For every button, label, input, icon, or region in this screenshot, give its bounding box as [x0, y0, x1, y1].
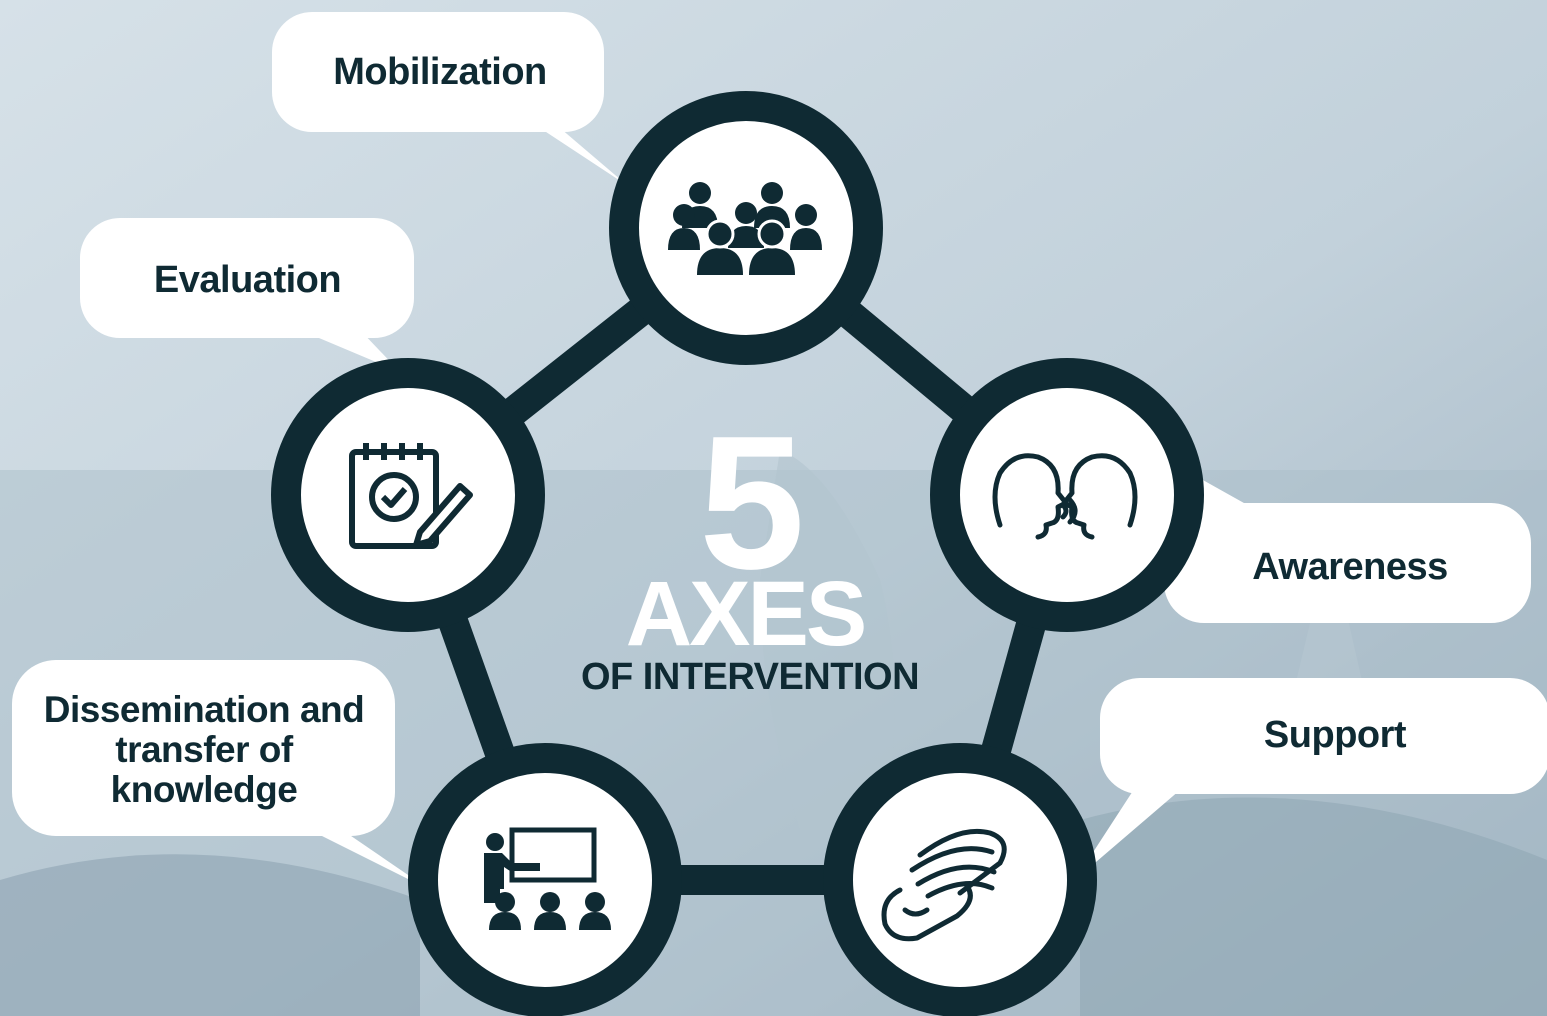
node-support	[823, 743, 1097, 1016]
bubble-dissemination	[12, 660, 430, 890]
label-awareness: Awareness	[1252, 546, 1448, 588]
label-mobilization: Mobilization	[333, 51, 547, 93]
group-of-people-icon	[668, 182, 822, 275]
node-awareness	[930, 358, 1204, 632]
label-dissemination: Dissemination and transfer of knowledge	[43, 689, 365, 810]
node-evaluation	[271, 358, 545, 632]
bubble-evaluation	[80, 218, 414, 372]
bubble-mobilization	[272, 12, 628, 186]
two-heads-talking-icon	[992, 453, 1138, 540]
center-number: 5	[699, 397, 805, 609]
checklist-pencil-icon	[349, 443, 473, 549]
center-word: AXES	[625, 563, 868, 665]
label-support: Support	[1263, 714, 1407, 756]
helping-hands-icon	[881, 828, 1007, 942]
center-subtitle: OF INTERVENTION	[580, 656, 920, 698]
bubble-support	[1075, 678, 1547, 880]
label-evaluation: Evaluation	[153, 259, 342, 301]
teacher-presentation-icon	[484, 827, 611, 930]
